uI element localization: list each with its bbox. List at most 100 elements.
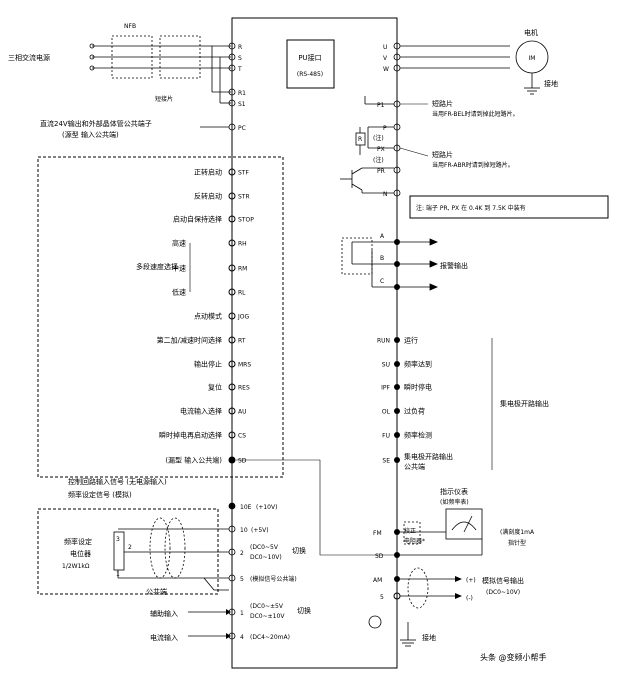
oc-output-label: 集电极开路输出 [404, 452, 453, 461]
meter-sub: (如频率表) [440, 498, 469, 506]
input-row: (漏型 输入公共端)SD [165, 456, 246, 465]
pc-note-2: (源型 输入公共端) [62, 130, 119, 139]
terminal-SD-2: SD [375, 553, 384, 560]
input-terminal-label: STF [238, 170, 249, 177]
terminal-2: 2 [240, 550, 244, 557]
terminal-10: 10 [240, 527, 248, 534]
analog-output-range: (DC0~10V) [486, 589, 520, 596]
terminal-AM: AM [373, 577, 382, 584]
terminal-W: W [383, 66, 389, 73]
jumper-px-title: 短路片 [432, 150, 453, 159]
pot-label-1: 频率设定 [64, 537, 92, 546]
terminal-1-range-2: DC0~±10V [250, 613, 285, 620]
oc-terminal [394, 457, 400, 463]
input-row: 第二加/减速时间选择 RT [157, 336, 246, 345]
terminal-U: U [383, 44, 387, 51]
input-terminal-label: STR [238, 194, 250, 201]
terminal-10E-value: (+10V) [256, 504, 277, 511]
pu-sub: (RS-485) [297, 71, 323, 78]
plus-label: (+) [466, 577, 476, 584]
input-label: 瞬时掉电再启动选择 [159, 431, 222, 440]
note-mark-1: (注) [373, 134, 384, 142]
note-mark-2: (注) [373, 156, 384, 164]
terminal-R: R [238, 44, 242, 51]
input-terminal [228, 192, 236, 200]
ground-label-bottom: 接地 [422, 633, 436, 642]
oc-output-label: 瞬时停电 [404, 383, 432, 392]
input-terminal-label: MRS [238, 362, 251, 369]
note-text: 注: 端子 PR, PX 在 0.4K 到 7.5K 中装有 [416, 204, 526, 212]
motor-ground-label: 接地 [544, 79, 558, 88]
oc-terminal-label: IPF [381, 385, 390, 392]
terminal-A: A [380, 233, 385, 240]
meter-wiring [368, 508, 483, 647]
resistor-R-label: R [358, 136, 362, 143]
oc-output-label: 过负荷 [404, 407, 425, 416]
input-terminal [228, 407, 236, 415]
common-label: 公共端 [146, 587, 167, 596]
terminal-P1: P1 [377, 102, 385, 109]
input-terminal [228, 288, 236, 296]
input-label: 中速 [172, 264, 186, 273]
terminal-A-dot [394, 239, 400, 245]
oc-terminal-label: RUN [377, 338, 390, 345]
sd-link-line [236, 459, 394, 556]
terminal-R1: R1 [238, 90, 246, 97]
pot-label-3: 1/2W1kΩ [62, 563, 90, 570]
input-terminal [228, 456, 236, 464]
pc-note: 直流24V输出和外部晶体管公共端子 [40, 119, 152, 128]
oc-terminal [394, 361, 400, 367]
input-label: 正转启动 [194, 168, 222, 177]
input-terminal-label: RT [238, 338, 246, 345]
input-terminal [228, 383, 236, 391]
jumper-label: 短接片 [155, 95, 173, 103]
oc-group-label: 集电极开路输出 [500, 399, 549, 408]
power-input-label: 三相交流电源 [8, 53, 50, 62]
terminal-PX: PX [377, 146, 385, 153]
input-label: 电流输入选择 [180, 407, 222, 416]
terminal-2-range-1: (DC0~5V [250, 544, 279, 551]
input-label: 第二加/减速时间选择 [157, 336, 222, 345]
terminals-power-left [228, 42, 236, 131]
terminal-5b-dot [393, 592, 401, 600]
input-row: 正转启动 STF [194, 168, 249, 177]
aux-input-label: 辅助输入 [150, 609, 178, 618]
cal-resistor-2: 电阻器* [404, 537, 425, 545]
jumper-p1-note: 当用FR-BEL时请到掉此短路片。 [432, 110, 519, 118]
minus-label: (-) [466, 595, 473, 602]
input-label: 低速 [172, 288, 186, 297]
terminal-S1: S1 [238, 101, 246, 108]
terminal-2-switch: 切换 [292, 546, 306, 555]
input-group-box [37, 156, 284, 478]
watermark: 头条 @变频小帮手 [480, 652, 547, 662]
input-terminal-label: SD [238, 458, 247, 465]
terminal-1-switch: 切换 [297, 606, 311, 615]
input-label: 输出停止 [194, 360, 222, 369]
motor-symbol: IM [529, 55, 536, 62]
terminal-4: 4 [240, 634, 244, 641]
terminal-C: C [380, 278, 384, 285]
input-label: 启动自保持选择 [173, 215, 222, 224]
pot-pin-2: 2 [128, 544, 132, 551]
terminal-FM-dot [394, 529, 400, 535]
motor-label: 电机 [524, 28, 538, 37]
jumper-p1-title: 短路片 [432, 99, 453, 108]
input-terminal [228, 239, 236, 247]
terminal-5-label: (模拟信号公共端) [250, 575, 297, 583]
oc-output-label-2: 公共端 [404, 462, 425, 471]
oc-terminal [394, 432, 400, 438]
relay-output [341, 237, 439, 291]
jumper-px-note: 当用FR-ABR时请到掉短路片。 [432, 161, 514, 169]
input-label: 反转启动 [194, 192, 222, 201]
terminal-FM: FM [373, 530, 382, 537]
terminal-PC: PC [238, 125, 246, 132]
analog-terminals [113, 502, 236, 640]
